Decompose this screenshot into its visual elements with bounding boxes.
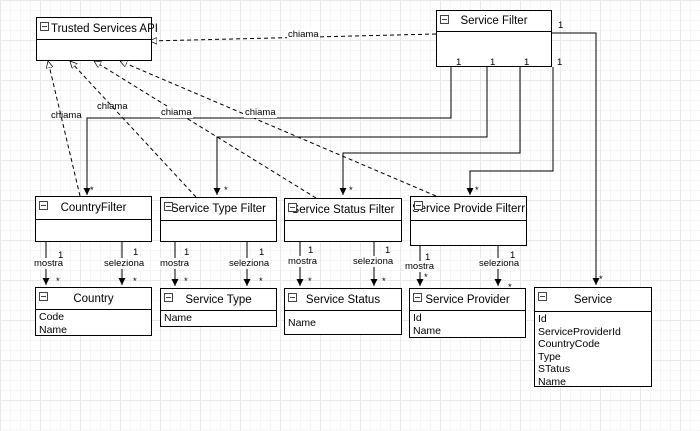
mostra-label: mostra [287,256,319,267]
chiama-label: chiama [51,110,82,121]
assoc-servicefilter-to-service [551,32,600,285]
class-service-type-filter[interactable]: Service Type Filter [160,197,277,242]
collapse-icon[interactable] [538,292,547,301]
multiplicity-one: 1 [58,250,64,261]
collapse-icon[interactable] [414,201,423,210]
multiplicity-one: 1 [259,247,265,258]
attribute: STatus [538,363,571,376]
class-name: Service Type [185,293,252,306]
collapse-icon[interactable] [40,22,49,31]
class-service-filter[interactable]: Service Filter [436,10,552,67]
seleziona-label: seleziona [352,256,395,267]
class-name: Service Provide Filterr [411,202,526,215]
class-trusted-services-api[interactable]: Trusted Services API [36,17,158,61]
chiama-label: chiama [97,101,128,112]
multiplicity-many: * [508,282,512,293]
class-service-status[interactable]: Service Status Name [284,288,402,335]
assoc-servicefilter-to-countryfilter [83,67,452,195]
attribute: CountryCode [538,338,600,351]
attribute: Name [538,375,567,388]
class-name: Service Type Filter [170,203,266,215]
multiplicity-one: 1 [425,252,431,263]
attribute-list: Code Name [36,310,151,337]
class-service-provider[interactable]: Service Provider Id Name [409,288,526,338]
chiama-label: chiama [287,29,320,40]
multiplicity-one: 1 [558,20,564,31]
chiama-label: chiama [244,107,277,118]
class-name: Country [73,292,114,305]
collapse-icon[interactable] [164,293,173,302]
class-service-provide-filterr[interactable]: Service Provide Filterr [410,196,527,246]
class-service[interactable]: Service Id ServiceProviderId CountryCode… [534,287,652,390]
class-name: CountryFilter [60,202,127,214]
multiplicity-many: * [308,276,312,287]
mostra-label: mostra [404,261,436,272]
multiplicity-one: 1 [510,250,516,261]
attribute-list: Id ServiceProviderId CountryCode Type ST… [535,312,651,390]
dependency-servicetypefilter-to-api [70,61,197,198]
assoc-servicefilter-to-servicestatusfilter [339,67,521,195]
seleziona-label: seleziona [228,258,271,269]
attribute-list: Name [285,311,401,331]
class-name: Service Filter [460,15,528,27]
mostra-label: mostra [159,258,191,269]
collapse-icon[interactable] [39,201,48,210]
class-name: Service Status Filter [291,203,395,216]
class-name: Service Status [305,293,381,306]
multiplicity-many: * [133,276,137,287]
collapse-icon[interactable] [413,293,422,302]
seleziona-label: seleziona [478,258,521,269]
multiplicity-many: * [184,276,188,287]
dependency-serviceprovidefilterr-to-api [120,61,437,197]
multiplicity-one: 1 [133,247,139,258]
attribute: Name [164,312,193,324]
multiplicity-many: * [424,272,428,283]
collapse-icon[interactable] [440,15,449,24]
multiplicity-one: 1 [308,245,314,256]
attribute: Id [413,312,422,324]
multiplicity-many: * [90,185,94,196]
attribute: Name [288,317,317,329]
seleziona-label: seleziona [103,258,146,269]
attribute: Code [39,311,65,323]
multiplicity-one: 1 [456,57,462,68]
collapse-icon[interactable] [288,293,297,302]
multiplicity-many: * [224,185,228,196]
multiplicity-many: * [475,185,479,196]
mostra-label: mostra [33,258,65,269]
attribute: Id [538,313,547,325]
multiplicity-one: 1 [524,57,530,68]
class-name: Service Provider [425,293,510,306]
multiplicity-one: 1 [490,57,496,68]
collapse-icon[interactable] [288,203,297,212]
multiplicity-one: 1 [184,247,190,258]
class-name: Service [573,293,613,306]
collapse-icon[interactable] [39,292,48,301]
multiplicity-many: * [56,276,60,287]
class-service-type[interactable]: Service Type Name [160,288,277,327]
class-country[interactable]: Country Code Name [35,287,152,336]
class-service-status-filter[interactable]: Service Status Filter [284,198,402,242]
attribute: ServiceProviderId [538,325,621,338]
collapse-icon[interactable] [164,202,173,211]
attribute: Name [413,324,442,337]
dependency-servicestatusfilter-to-api [94,60,317,199]
multiplicity-many: * [599,274,603,285]
assoc-servicefilter-to-serviceprovidefilterr [466,67,554,195]
dependency-countryfilter-to-api [48,61,81,197]
chiama-label: chiama [160,107,193,118]
attribute: Name [39,323,68,336]
class-country-filter[interactable]: CountryFilter [35,196,152,242]
assoc-servicefilter-to-servicetypefilter [213,67,488,195]
multiplicity-many: * [382,276,386,287]
multiplicity-many: * [349,185,353,196]
multiplicity-one: 1 [557,57,563,68]
multiplicity-one: 1 [385,245,391,256]
class-name: Trusted Services API [51,22,158,35]
attribute-list: Name [161,311,276,326]
attribute: Type [538,350,561,363]
multiplicity-many: * [259,276,263,287]
attribute-list: Id Name [410,311,525,338]
